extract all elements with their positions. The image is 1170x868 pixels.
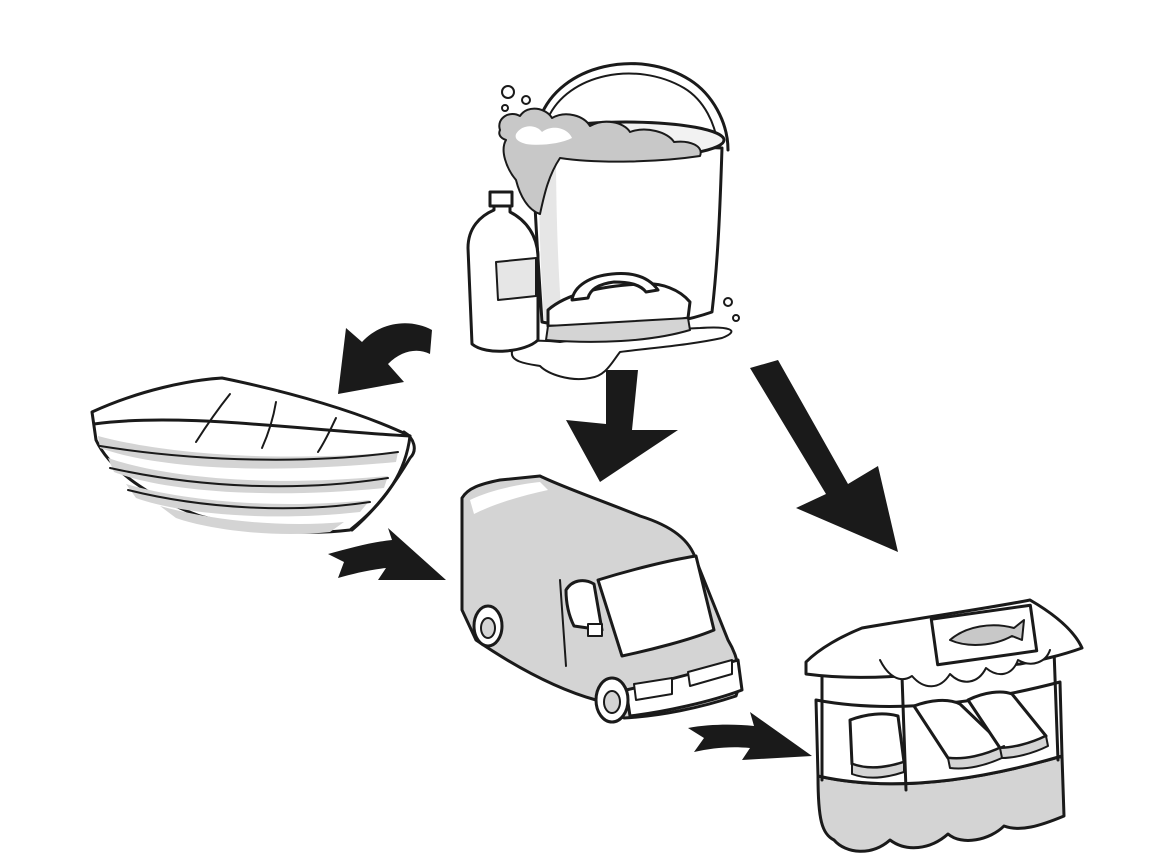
fish-market-stall-icon <box>804 598 1084 853</box>
arrow-supplies-to-van <box>566 370 678 482</box>
arrow-van-to-stall <box>688 712 812 760</box>
arrow-supplies-to-stall <box>750 360 898 552</box>
arrow-supplies-to-boat <box>338 323 432 394</box>
van-icon <box>460 474 744 724</box>
arrow-boat-to-van <box>328 528 446 580</box>
cleaning-bucket-icon <box>466 62 740 380</box>
boat-icon <box>90 376 416 535</box>
